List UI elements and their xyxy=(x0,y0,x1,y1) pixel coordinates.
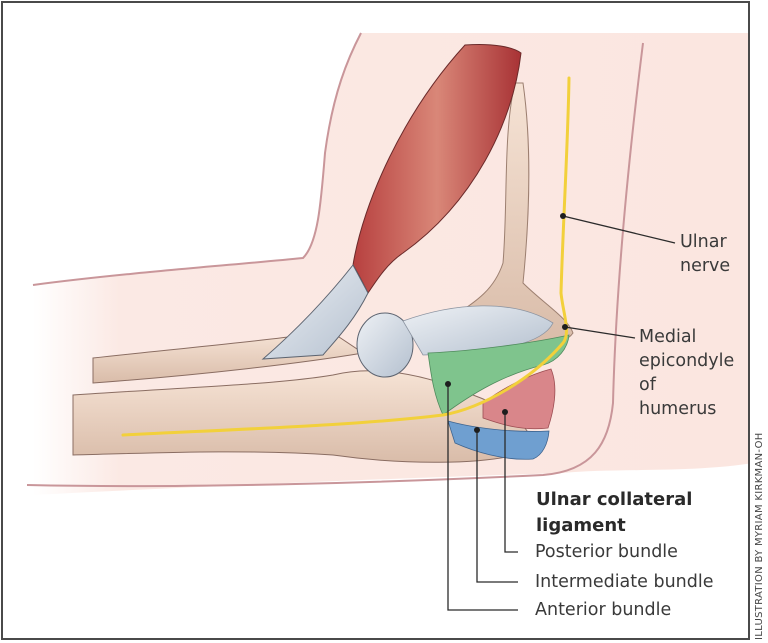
ulnar-nerve xyxy=(121,76,571,437)
label-anterior-bundle: Anterior bundle xyxy=(535,600,672,620)
label-medial-epicondyle-line1: Medial xyxy=(639,327,697,347)
biceps-tendon xyxy=(261,264,369,360)
label-medial-epicondyle: Medial epicondyle of humerus xyxy=(639,325,734,421)
label-ucl-title-line2: ligament xyxy=(536,515,626,536)
label-posterior-bundle: Posterior bundle xyxy=(535,542,678,562)
label-ulnar-nerve: Ulnar nerve xyxy=(680,230,730,278)
label-intermediate-bundle: Intermediate bundle xyxy=(535,572,714,592)
figure-frame: Ulnar nerve Medial epicondyle of humerus… xyxy=(1,1,750,640)
biceps-muscle xyxy=(352,44,522,294)
elbow-anatomy-illustration xyxy=(26,32,748,611)
leader-lines xyxy=(447,215,676,611)
label-ucl-title: Ulnar collateral ligament xyxy=(536,487,692,539)
leader-dots xyxy=(445,213,568,433)
illustration-credit: ILLUSTRATION BY MYRIAM KIRKMAN-OH xyxy=(754,432,765,640)
label-medial-epicondyle-line2: epicondyle xyxy=(639,351,735,371)
label-ulnar-nerve-line2: nerve xyxy=(680,256,731,276)
intermediate-bundle xyxy=(447,420,550,460)
label-ulnar-nerve-line1: Ulnar xyxy=(680,232,727,252)
label-medial-epicondyle-line4: humerus xyxy=(639,399,717,419)
label-ucl-title-line1: Ulnar collateral xyxy=(536,489,693,510)
joint-capsule xyxy=(356,312,414,378)
label-medial-epicondyle-line3: of xyxy=(639,375,656,395)
